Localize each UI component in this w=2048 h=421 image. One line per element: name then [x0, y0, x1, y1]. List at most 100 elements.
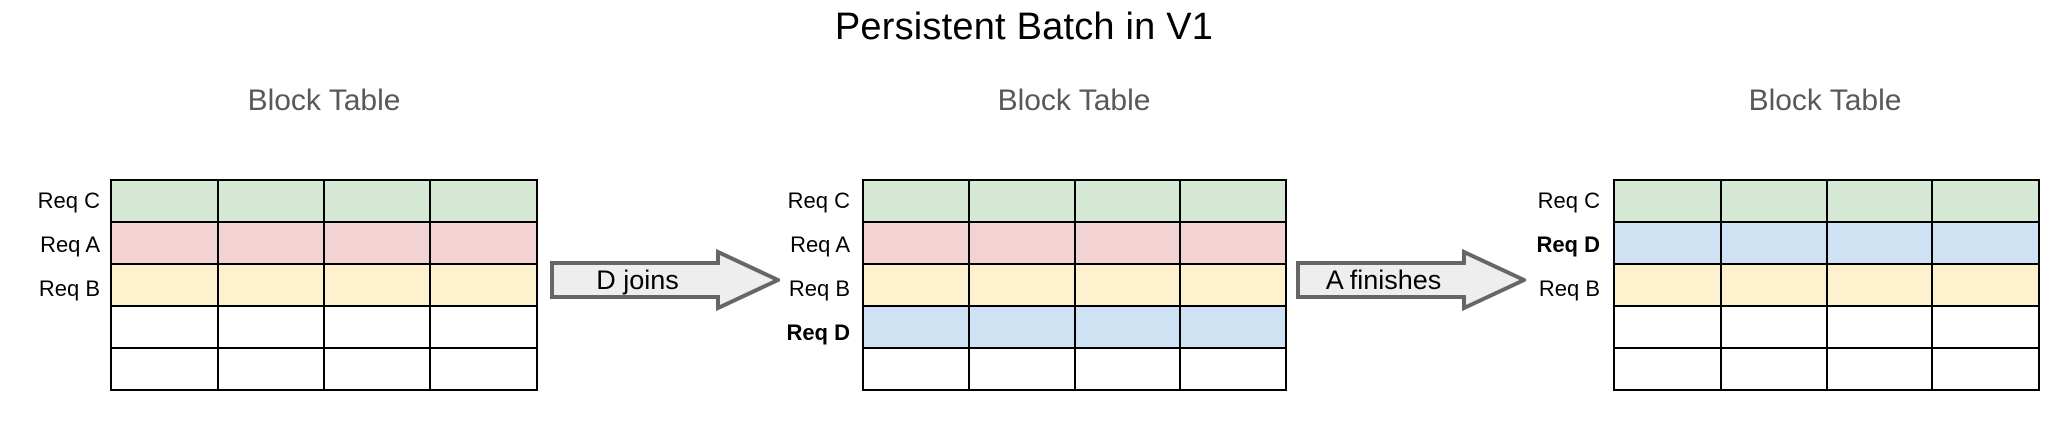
block-cell[interactable]: [968, 305, 1076, 349]
block-cell[interactable]: [864, 347, 971, 389]
row-label-stage1-0: Req C: [37, 188, 100, 213]
block-cell[interactable]: [1931, 347, 2038, 389]
block-cell[interactable]: [323, 181, 431, 223]
block-cell[interactable]: [217, 305, 325, 349]
block-cell[interactable]: [323, 263, 431, 307]
block-cell[interactable]: [1615, 181, 1722, 223]
table-row: [864, 221, 1285, 265]
block-table-group-2: Block Table Req C Req A Req B Req D: [750, 0, 1287, 421]
block-cell[interactable]: [112, 181, 219, 223]
block-cell[interactable]: [1073, 347, 1181, 389]
block-cell[interactable]: [1073, 263, 1181, 307]
table-row: [112, 305, 536, 349]
table-row: [864, 263, 1285, 307]
block-cell[interactable]: [323, 347, 431, 389]
block-cell[interactable]: [1178, 263, 1285, 307]
table-row: [864, 181, 1285, 223]
block-cell[interactable]: [1719, 305, 1828, 349]
block-table-1: [112, 181, 536, 389]
block-cell[interactable]: [1931, 305, 2038, 349]
block-table-group-1: Block Table Req C Req A Req B: [0, 0, 540, 421]
block-cell[interactable]: [1719, 347, 1828, 389]
block-cell[interactable]: [1719, 263, 1828, 307]
table-row: [864, 347, 1285, 389]
table-row: [112, 181, 536, 223]
block-cell[interactable]: [1615, 305, 1722, 349]
block-cell[interactable]: [1931, 263, 2038, 307]
block-cell[interactable]: [1825, 347, 1934, 389]
block-table-grid-2: [862, 179, 1287, 391]
row-label-stage2-2: Req B: [788, 276, 850, 301]
block-cell[interactable]: [217, 263, 325, 307]
block-cell[interactable]: [1615, 347, 1722, 389]
row-label-stage2-1: Req A: [790, 232, 850, 257]
block-cell[interactable]: [1178, 347, 1285, 389]
block-cell[interactable]: [1615, 221, 1722, 265]
block-cell[interactable]: [112, 263, 219, 307]
block-cell[interactable]: [1073, 181, 1181, 223]
table-row: [1615, 305, 2038, 349]
block-cell[interactable]: [864, 263, 971, 307]
block-cell[interactable]: [1719, 221, 1828, 265]
block-cell[interactable]: [1825, 305, 1934, 349]
block-table-group-3: Block Table Req C Req D Req B: [1500, 0, 2048, 421]
block-cell[interactable]: [429, 305, 536, 349]
block-cell[interactable]: [429, 181, 536, 223]
block-cell[interactable]: [112, 347, 219, 389]
block-cell[interactable]: [323, 221, 431, 265]
table-row: [864, 305, 1285, 349]
block-cell[interactable]: [1931, 221, 2038, 265]
block-table-body-2: [864, 181, 1285, 389]
block-cell[interactable]: [968, 263, 1076, 307]
table-row: [112, 221, 536, 265]
row-label-stage1-1: Req A: [40, 232, 100, 257]
block-cell[interactable]: [217, 221, 325, 265]
row-label-stage3-1: Req D: [1536, 232, 1600, 257]
row-label-stage3-3: [1500, 311, 1610, 355]
row-label-stage3-2: Req B: [1538, 276, 1600, 301]
block-cell[interactable]: [217, 347, 325, 389]
block-cell[interactable]: [429, 347, 536, 389]
block-cell[interactable]: [1825, 181, 1934, 223]
block-cell[interactable]: [1615, 263, 1722, 307]
block-cell[interactable]: [864, 305, 971, 349]
block-cell[interactable]: [968, 221, 1076, 265]
block-cell[interactable]: [1073, 221, 1181, 265]
block-cell[interactable]: [1719, 181, 1828, 223]
block-cell[interactable]: [864, 221, 971, 265]
block-table-grid-1: [110, 179, 538, 391]
block-cell[interactable]: [968, 181, 1076, 223]
block-arrow-right-icon: [550, 249, 780, 311]
block-cell[interactable]: [323, 305, 431, 349]
block-cell[interactable]: [1178, 181, 1285, 223]
block-table-body-3: [1615, 181, 2038, 389]
block-table-caption-2: Block Table: [997, 84, 1151, 117]
row-label-list-3: Req C Req D Req B: [1500, 179, 1610, 399]
block-cell[interactable]: [1931, 181, 2038, 223]
block-cell[interactable]: [429, 221, 536, 265]
block-cell[interactable]: [1825, 263, 1934, 307]
block-table-caption-1: Block Table: [247, 84, 401, 117]
block-cell[interactable]: [968, 347, 1076, 389]
block-cell[interactable]: [1178, 221, 1285, 265]
block-cell[interactable]: [1178, 305, 1285, 349]
block-cell[interactable]: [112, 221, 219, 265]
block-cell[interactable]: [112, 305, 219, 349]
block-cell[interactable]: [429, 263, 536, 307]
block-arrow-right-icon: [1296, 249, 1526, 311]
row-label-stage3-0: Req C: [1537, 188, 1600, 213]
table-row: [1615, 263, 2038, 307]
row-label-list-2: Req C Req A Req B Req D: [750, 179, 860, 399]
table-row: [112, 347, 536, 389]
row-label-stage1-3: [0, 311, 110, 355]
arrow-a-finishes[interactable]: A finishes: [1296, 249, 1526, 311]
block-cell[interactable]: [217, 181, 325, 223]
block-cell[interactable]: [1825, 221, 1934, 265]
block-table-3: [1615, 181, 2038, 389]
block-cell[interactable]: [1073, 305, 1181, 349]
table-row: [1615, 181, 2038, 223]
row-label-stage2-3: Req D: [786, 320, 850, 345]
arrow-d-joins[interactable]: D joins: [550, 249, 780, 311]
block-cell[interactable]: [864, 181, 971, 223]
